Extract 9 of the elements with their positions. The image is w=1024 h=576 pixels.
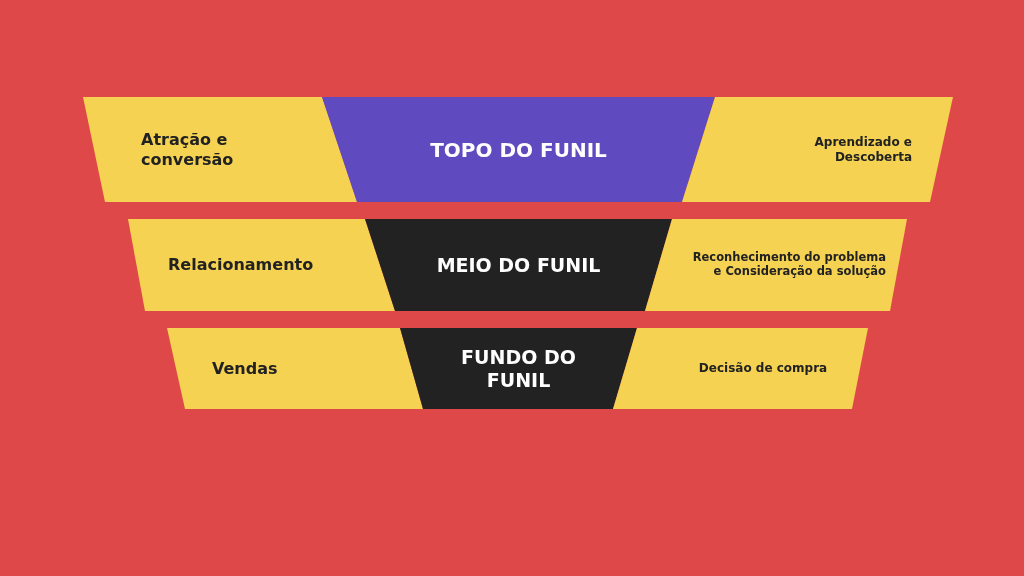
segment-label: TOPO DO FUNIL [430,137,607,162]
segment-label: FUNDO DO FUNIL [460,345,577,392]
segment-label: Atração e conversão [141,130,235,169]
segment-label: Vendas [212,358,278,379]
segment-label: Relacionamento [168,255,314,275]
segment-label: Reconhecimento do problema e Consideração da solução [691,251,886,279]
segment-label: Aprendizado e Descoberta [813,135,912,164]
segment-label: Decisão de compra [698,361,828,376]
segment-label: MEIO DO FUNIL [436,253,601,277]
